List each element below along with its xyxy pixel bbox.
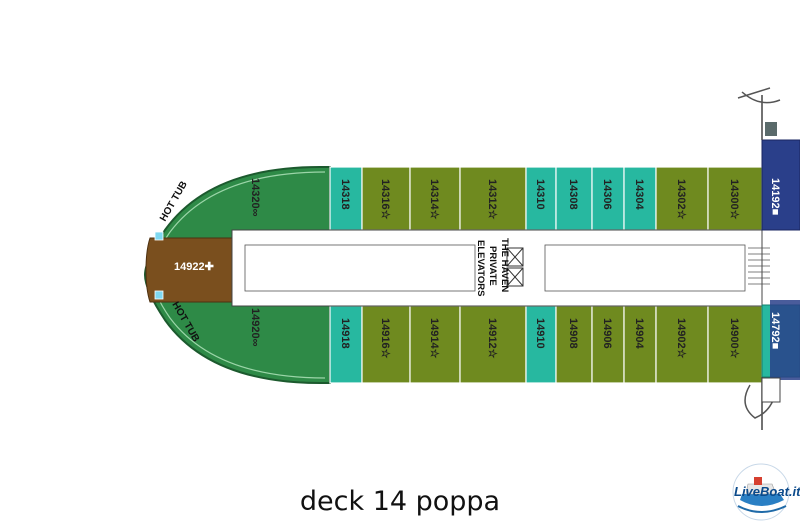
top-cabin-5 (555, 166, 593, 231)
aft-suite-bottom-label: 14920∞ (249, 308, 261, 347)
top-cabin-1 (361, 166, 411, 231)
forward-arc-top (737, 87, 781, 104)
top-cabin-label-2: 14314☆ (428, 179, 440, 220)
elevator-label-line-3: ELEVATORS (475, 240, 486, 296)
logo-text: LiveBoat.it (734, 484, 800, 499)
top-cabin-label-7: 14304 (633, 179, 645, 210)
top-cabin-2 (409, 166, 461, 231)
top-cabin-label-6: 14306 (601, 179, 613, 210)
top-cabin-label-3: 14312☆ (486, 179, 498, 220)
forward-bottom-navy (770, 300, 800, 380)
bottom-cabin-label-2: 14914☆ (428, 318, 440, 359)
corridor-right-block (544, 244, 746, 292)
cabins-top-row: 14318 14316☆ 14314☆ 14312☆ 14310 14308 14306 14… (329, 166, 763, 231)
elevator-cross-icon (506, 247, 524, 287)
top-cabin-9 (707, 166, 763, 231)
bottom-cabin-3 (459, 305, 527, 384)
forward-top-label: 14192■ (769, 178, 781, 215)
top-cabin-label-8: 14302☆ (675, 179, 687, 220)
bottom-cabin-label-0: 14918 (339, 318, 351, 349)
top-cabin-4 (525, 166, 557, 231)
hot-tub-top-icon (154, 231, 164, 241)
stairs (748, 247, 770, 285)
page-title: deck 14 poppa (299, 486, 501, 517)
bottom-cabin-5 (555, 305, 593, 384)
top-cabin-label-4: 14310 (534, 179, 546, 210)
aft-suite-top-label: 14320∞ (249, 178, 261, 217)
forward-bottom-label: 14792■ (769, 312, 781, 349)
elevator-label-line-2: PRIVATE (487, 246, 498, 286)
bottom-cabin-8 (655, 305, 709, 384)
bottom-cabin-label-5: 14908 (567, 318, 579, 349)
bottom-cabin-9 (707, 305, 763, 384)
center-suite-label: 14922✚ (174, 261, 214, 273)
top-cabin-label-9: 14300☆ (728, 179, 740, 220)
bottom-cabin-label-6: 14906 (601, 318, 613, 349)
bottom-cabin-label-4: 14910 (534, 318, 546, 349)
forward-top-notch (765, 122, 777, 136)
forward-arc-bottom (744, 384, 776, 419)
cabins-bottom-row: 14918 14916☆ 14914☆ 14912☆ 14910 14908 14906 14… (329, 305, 763, 384)
bottom-cabin-label-3: 14912☆ (486, 318, 498, 359)
bottom-cabin-2 (409, 305, 461, 384)
forward-bottom-notch (761, 377, 781, 403)
bottom-cabin-label-9: 14900☆ (728, 318, 740, 359)
forward-top-suite (761, 139, 800, 231)
top-cabin-label-0: 14318 (339, 179, 351, 210)
ship-logo-icon (732, 463, 790, 521)
bottom-cabin-4 (525, 305, 557, 384)
elevator-label-line-1: THE HAVEN (499, 238, 510, 292)
bottom-cabin-label-1: 14916☆ (379, 318, 391, 359)
top-cabin-label-5: 14308 (567, 179, 579, 210)
corridor-left-block (244, 244, 476, 292)
hot-tub-bottom-icon (154, 290, 164, 300)
top-cabin-label-1: 14316☆ (379, 179, 391, 220)
center-suite (145, 237, 233, 303)
bottom-cabin-label-7: 14904 (633, 318, 645, 349)
bottom-cabin-label-8: 14902☆ (675, 318, 687, 359)
